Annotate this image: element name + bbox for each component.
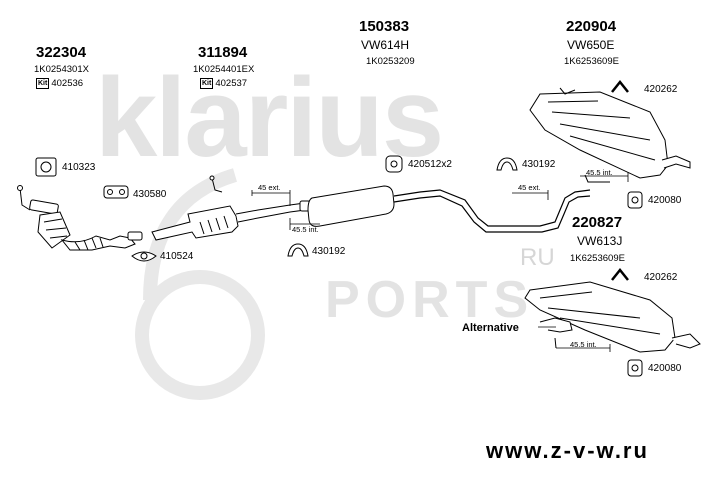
footer-url[interactable]: www.z-v-w.ru: [486, 438, 649, 463]
label-420080-lower: 420080: [648, 363, 682, 374]
kit-badge: Kit: [36, 78, 50, 89]
oe-number-150383: 1K0253209: [366, 56, 415, 67]
hanger-420080-lower-icon: [627, 359, 643, 377]
label-410323: 410323: [62, 162, 96, 173]
kit-311894: Kit 402537: [200, 78, 247, 89]
kit-322304: Kit 402536: [36, 78, 83, 89]
rear-silencer-220904: [529, 87, 691, 183]
model-220904: VW650E: [567, 38, 615, 52]
annotation-455-int-upper: 45.5 int.: [586, 168, 613, 177]
watermark-arc: [143, 168, 238, 301]
kit-badge: Kit: [200, 78, 214, 89]
oe-number-220827: 1K6253609E: [570, 253, 625, 264]
model-220827: VW613J: [577, 234, 623, 248]
dimension-lines: [251, 172, 629, 352]
label-420080-upper: 420080: [648, 195, 682, 206]
part-number-150383: 150383: [359, 18, 410, 35]
oe-number-311894: 1K0254401EX: [193, 64, 255, 75]
oe-number-322304: 1K0254301X: [34, 64, 89, 75]
part-number-322304: 322304: [36, 44, 87, 61]
oe-number-220904: 1K6253609E: [564, 56, 619, 67]
part-number-311894: 311894: [198, 44, 248, 61]
middle-silencer: [299, 185, 591, 233]
label-430192-lower: 430192: [312, 246, 346, 257]
hanger-420262-lower-icon: [611, 267, 629, 281]
watermark-circle: [135, 270, 265, 400]
annotation-45-ext-right: 45 ext.: [518, 183, 541, 192]
clamp-430192-icon: [496, 157, 518, 171]
annotation-455-int-left: 45.5 int.: [292, 225, 319, 234]
kit-number-311894: 402537: [215, 78, 248, 89]
centre-catalyst-assembly: [151, 175, 306, 241]
clamp-430192-lower-icon: [287, 243, 309, 257]
label-430192-upper: 430192: [522, 159, 556, 170]
watermark-ports: PORTS: [325, 271, 535, 329]
part-number-220904: 220904: [566, 18, 617, 35]
watermark-ru: RU: [520, 244, 555, 271]
part-number-220827: 220827: [572, 214, 623, 231]
gasket-410524-icon: [131, 251, 157, 262]
annotation-45-ext-left: 45 ext.: [258, 183, 281, 192]
label-410524: 410524: [160, 251, 194, 262]
kit-number-322304: 402536: [51, 78, 84, 89]
hanger-420080-icon: [627, 191, 643, 209]
label-430580: 430580: [133, 189, 167, 200]
label-420262-lower: 420262: [644, 272, 678, 283]
alternative-label: Alternative: [462, 322, 519, 334]
hanger-420512-icon: [385, 155, 403, 173]
clamp-430580-icon: [103, 185, 129, 199]
gasket-410323-icon: [35, 157, 57, 177]
label-420262-upper: 420262: [644, 84, 678, 95]
hanger-420262-icon: [611, 79, 629, 93]
watermark-brand: klarius: [95, 55, 444, 180]
annotation-455-int-lower: 45.5 int.: [570, 340, 597, 349]
front-catalyst-assembly: [17, 185, 143, 251]
rear-silencer-220827: [524, 281, 701, 353]
label-420512: 420512x2: [408, 159, 452, 170]
model-150383: VW614H: [361, 38, 410, 52]
